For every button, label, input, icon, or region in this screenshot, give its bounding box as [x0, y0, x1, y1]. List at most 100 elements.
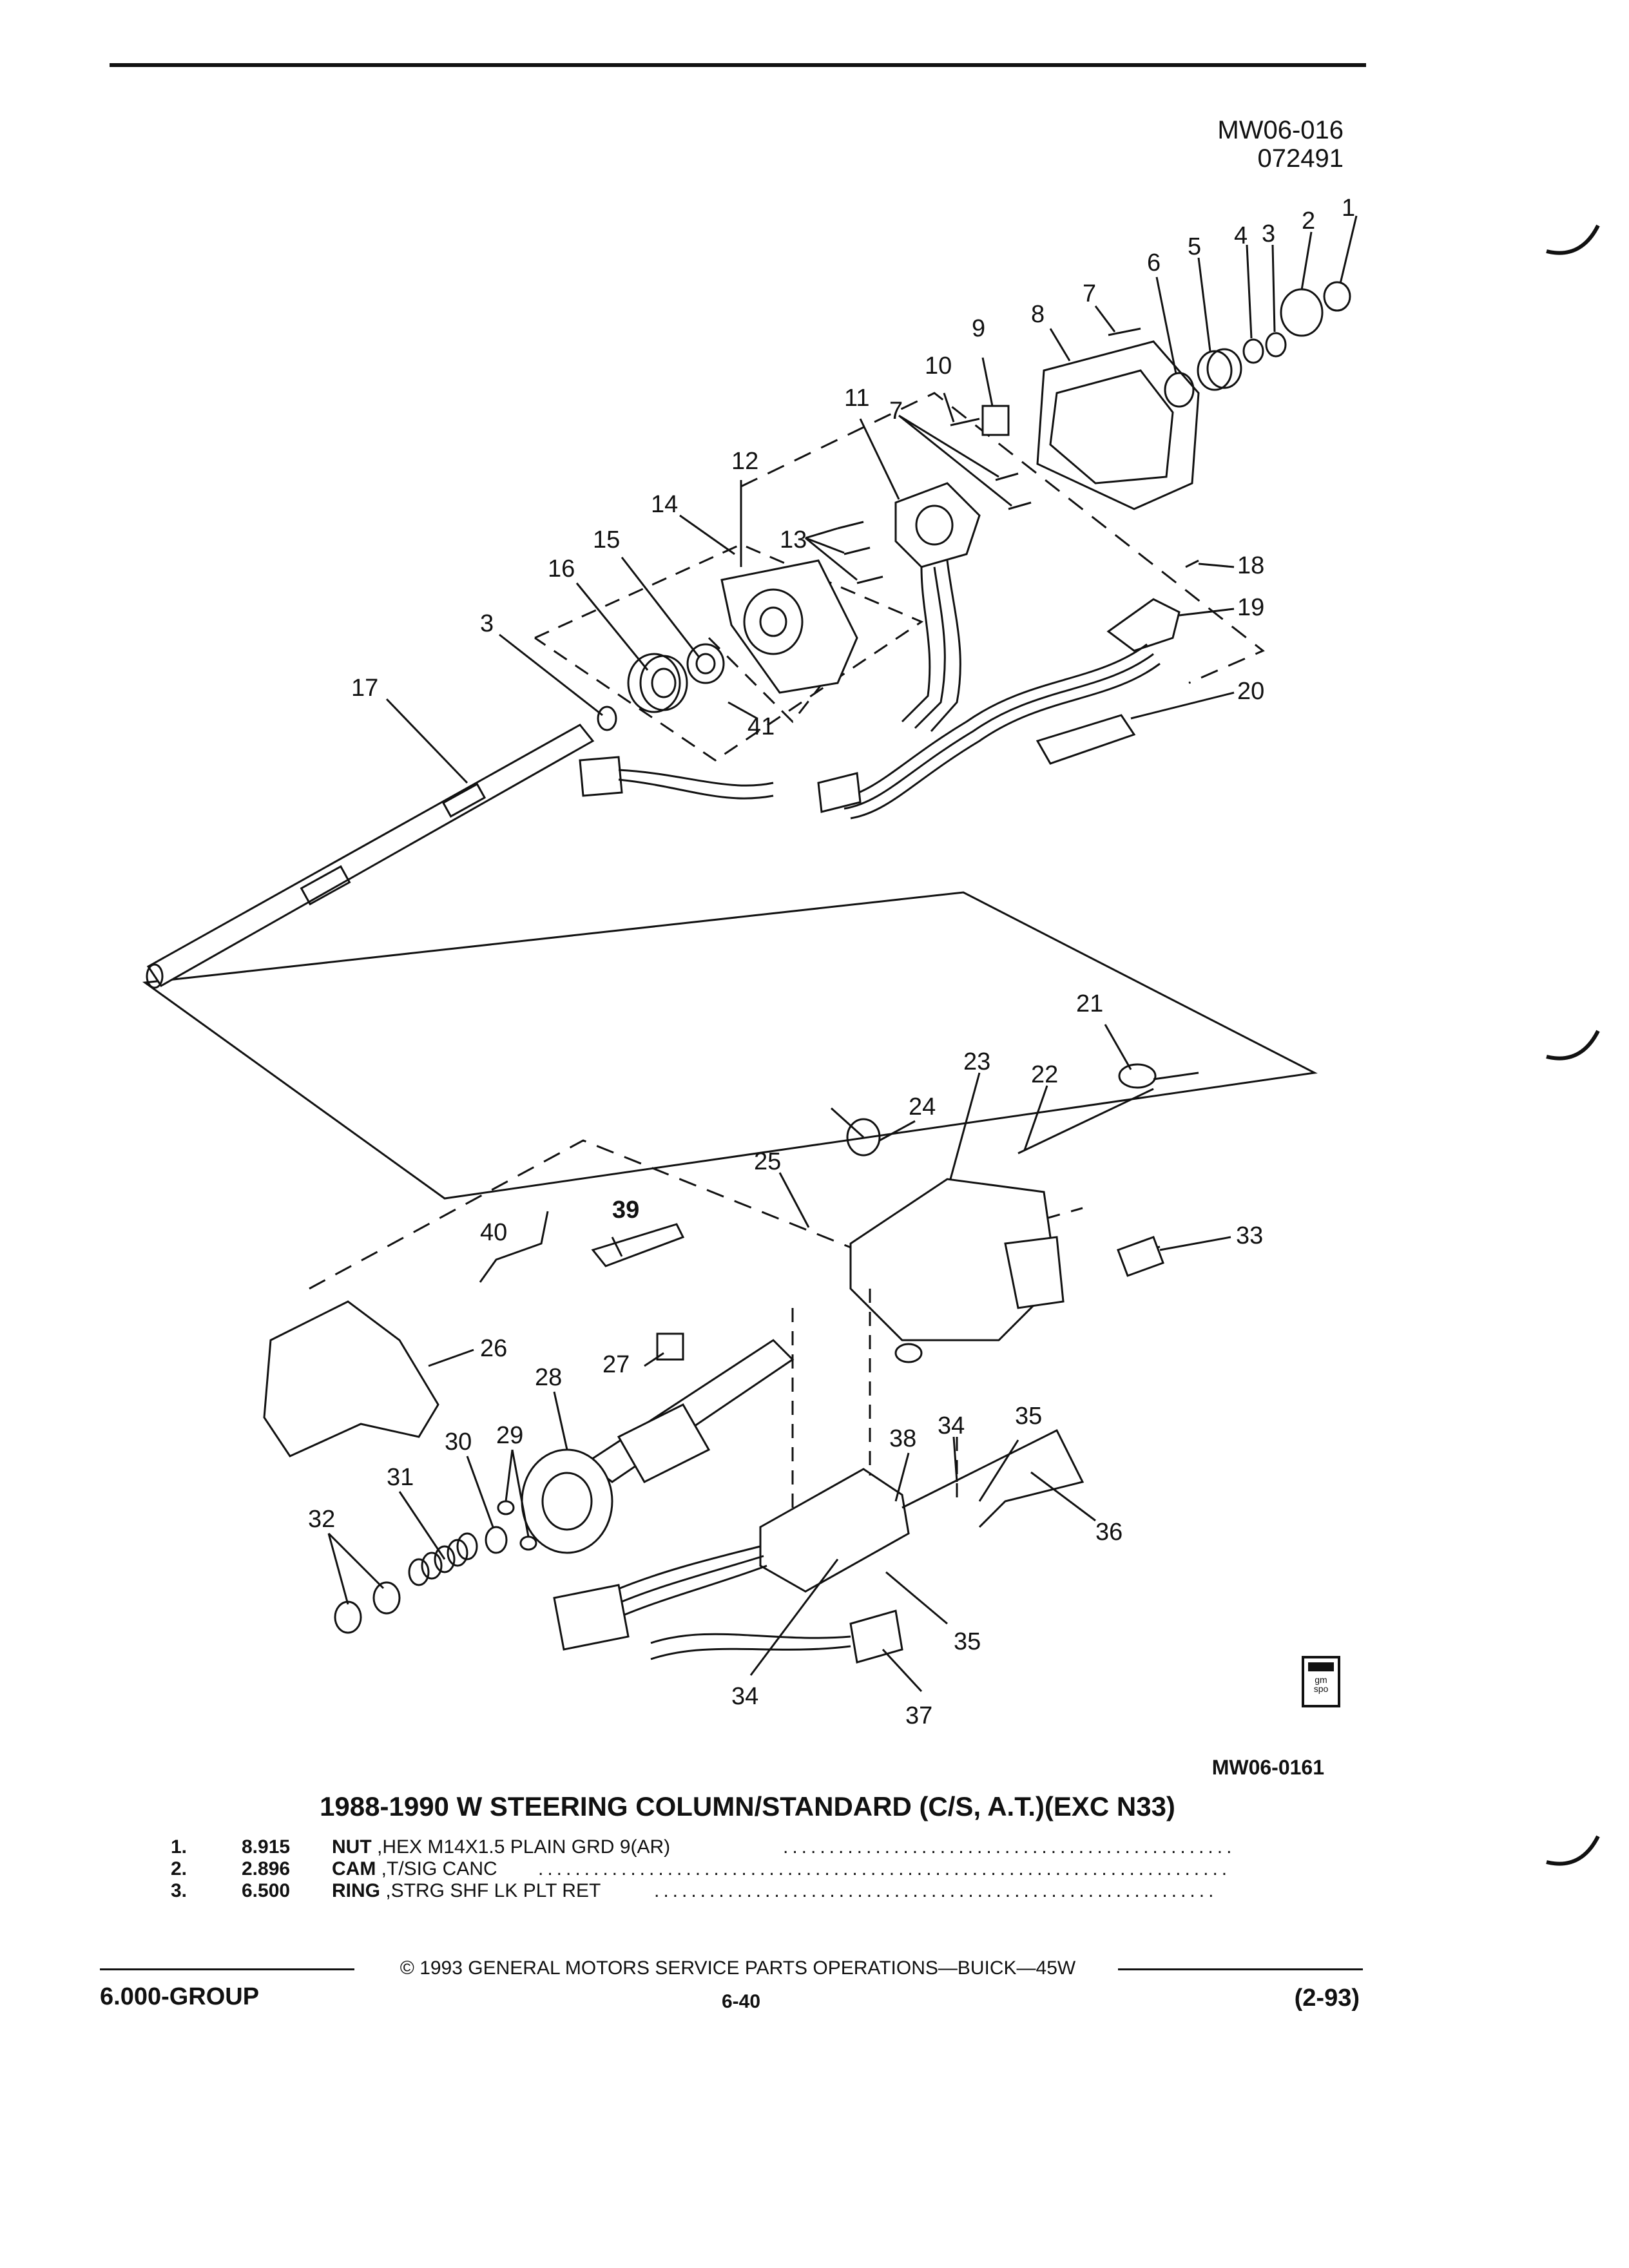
- callout: 14: [651, 491, 678, 518]
- part-number: 2.: [171, 1858, 188, 1879]
- callout-numbers: 1 2 3 4 5 6 7 8 9 10 11 12 13 14 15 16 3…: [308, 195, 1355, 1729]
- part-code: 2.896: [242, 1858, 291, 1879]
- cam-2: [1280, 288, 1324, 337]
- callout: 35: [954, 1628, 981, 1655]
- washer-30: [485, 1526, 508, 1554]
- connector-37: [849, 1610, 903, 1664]
- list-item: 2. 2.896 CAM ,T/SIG CANC ...............…: [171, 1858, 1234, 1880]
- list-item: 1. 8.915 NUT ,HEX M14X1.5 PLAIN GRD 9(AR…: [171, 1836, 1234, 1858]
- housing-13: [720, 559, 858, 694]
- spring-5: [1197, 350, 1233, 391]
- ring-4: [1242, 338, 1264, 364]
- part-name: CAM ,T/SIG CANC: [332, 1858, 497, 1879]
- callout: 21: [1076, 990, 1103, 1017]
- ring-6: [1164, 372, 1195, 408]
- footer-rule-left: [100, 1968, 354, 1970]
- callout: 1: [1342, 195, 1355, 222]
- callout: 3: [1262, 220, 1275, 247]
- callout: 38: [889, 1425, 916, 1452]
- callout: 22: [1031, 1061, 1058, 1088]
- callout: 34: [938, 1412, 965, 1439]
- callout: 25: [754, 1148, 781, 1175]
- diagram-code-date: 072491: [1257, 144, 1344, 173]
- lever-39: [591, 1223, 685, 1267]
- connector-left: [553, 1584, 630, 1651]
- part-desc: ,STRG SHF LK PLT RET: [385, 1880, 601, 1901]
- leader-dots: ........................................…: [654, 1880, 1218, 1901]
- nut-1: [1323, 281, 1351, 312]
- callout: 2: [1302, 207, 1315, 235]
- callout: 7: [1083, 280, 1096, 307]
- callout: 34: [731, 1683, 758, 1710]
- callout: 19: [1237, 594, 1264, 621]
- bracket-26: [263, 1300, 439, 1457]
- part-code: 8.915: [242, 1836, 291, 1858]
- diagram-code: MW06-016 072491: [1031, 116, 1344, 173]
- margin-marks: [1546, 224, 1600, 1866]
- callout: 27: [602, 1351, 630, 1378]
- callout: 30: [445, 1428, 472, 1456]
- leader-dots: ........................................…: [783, 1836, 1234, 1858]
- callout: 40: [480, 1219, 507, 1246]
- callout: 20: [1237, 678, 1264, 705]
- callout: 8: [1031, 301, 1045, 328]
- callout: 13: [780, 526, 807, 553]
- leader-dots: ........................................…: [538, 1858, 1231, 1879]
- callout: 36: [1095, 1519, 1123, 1546]
- callout: 28: [535, 1364, 562, 1391]
- switch-33: [1117, 1236, 1164, 1277]
- part-number: 1.: [171, 1836, 188, 1858]
- group-label: 6.000-GROUP: [100, 1983, 260, 2010]
- list-item: 3. 6.500 RING ,STRG SHF LK PLT RET .....…: [171, 1880, 1234, 1902]
- callout: 9: [972, 315, 985, 342]
- ring-3-upper: [1265, 332, 1287, 358]
- part-desc: ,T/SIG CANC: [381, 1858, 497, 1879]
- part-code: 6.500: [242, 1880, 291, 1901]
- copyright-line: © 1993 GENERAL MOTORS SERVICE PARTS OPER…: [400, 1957, 1076, 1979]
- callout: 17: [351, 675, 378, 702]
- bracket-36: [901, 1428, 1084, 1528]
- diagram-code-id: MW06-016: [1217, 116, 1344, 144]
- harness-20: [837, 643, 1148, 800]
- revision-date: (2-93): [1294, 1984, 1360, 2012]
- steering-shaft: [146, 724, 595, 989]
- bearing-15: [686, 643, 725, 684]
- callout: 18: [1237, 552, 1264, 579]
- callout: 23: [963, 1048, 990, 1075]
- gm-spo-logo-text: gm spo: [1313, 1675, 1329, 1694]
- callout: 37: [905, 1702, 932, 1729]
- lock-cylinder-24: [846, 1118, 881, 1157]
- callout: 7: [889, 398, 903, 425]
- cover-8: [1036, 340, 1200, 510]
- switch-11: [894, 482, 981, 732]
- bearing-28: [521, 1448, 613, 1554]
- switch-38: [759, 1468, 910, 1593]
- rod-40: [479, 1211, 549, 1283]
- callout: 35: [1015, 1403, 1042, 1430]
- callout: 11: [844, 385, 869, 412]
- callout: 16: [548, 555, 575, 582]
- exploded-diagram: 1 2 3 4 5 6 7 8 9 10 11 12 13 14 15 16 3…: [142, 195, 1358, 1729]
- top-rule: [110, 63, 1366, 67]
- washer-32a: [372, 1581, 401, 1615]
- callout: 3: [480, 610, 494, 637]
- footer-rule-right: [1118, 1968, 1363, 1970]
- figure-id: MW06-0161: [1211, 1756, 1324, 1779]
- callout: 6: [1147, 249, 1161, 276]
- part-name: RING ,STRG SHF LK PLT RET: [332, 1880, 601, 1901]
- upper-region-outline: [142, 891, 1318, 1200]
- page-number: 6-40: [721, 1991, 761, 2012]
- callout: 29: [496, 1422, 523, 1449]
- part-desc: ,HEX M14X1.5 PLAIN GRD 9(AR): [377, 1836, 671, 1858]
- ring-3-lower: [597, 706, 617, 731]
- callout: 31: [387, 1464, 414, 1491]
- callout: 24: [909, 1093, 936, 1120]
- callout: 10: [925, 352, 952, 380]
- page-title: 1988-1990 W STEERING COLUMN/STANDARD (C/…: [320, 1791, 1175, 1821]
- bearing-16: [627, 653, 688, 713]
- parts-list: 1. 8.915 NUT ,HEX M14X1.5 PLAIN GRD 9(AR…: [171, 1836, 1234, 1920]
- callout: 39: [612, 1196, 639, 1224]
- callout: 26: [480, 1335, 507, 1362]
- part-name: NUT ,HEX M14X1.5 PLAIN GRD 9(AR): [332, 1836, 671, 1858]
- part-number: 3.: [171, 1880, 188, 1901]
